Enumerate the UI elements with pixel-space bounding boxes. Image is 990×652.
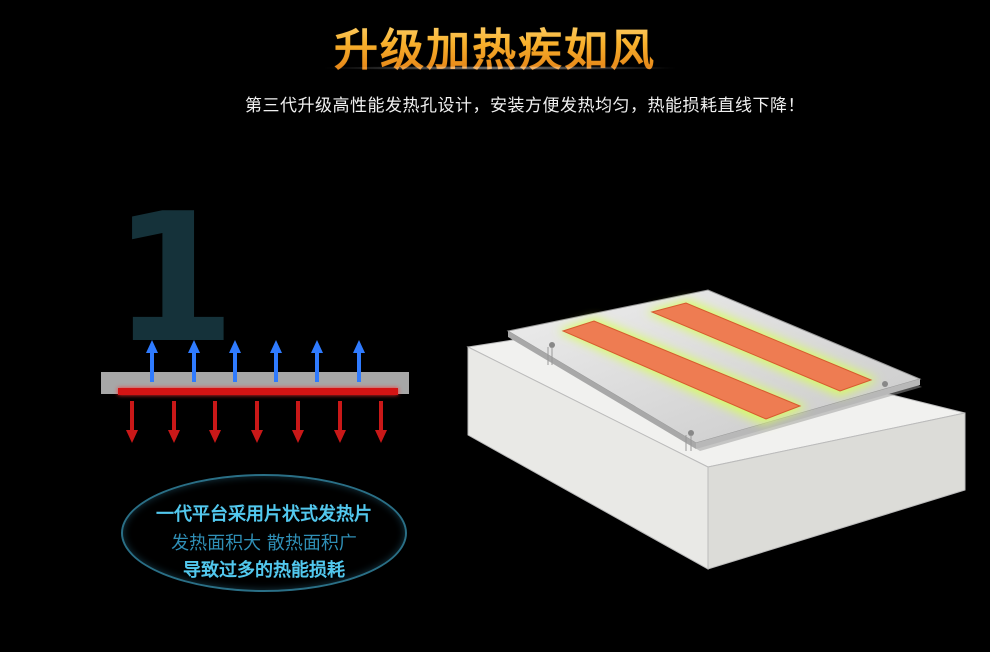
heater-strip-left [561, 320, 802, 420]
subtitle: 第三代升级高性能发热孔设计，安装方便发热均匀，热能损耗直线下降！ [245, 96, 805, 116]
top-plate-edge [508, 331, 696, 449]
callout-line-2: 发热面积大 散热面积广 [171, 533, 357, 554]
step-number-badge: 1 [112, 175, 236, 382]
screw-icon [882, 381, 888, 387]
screw-icon [688, 430, 694, 436]
callout-line-1: 一代平台采用片状式发热片 [156, 504, 372, 525]
title-underline-glow [320, 66, 680, 70]
heating-platform-illustration [466, 289, 966, 570]
heater-strip-right [650, 302, 873, 392]
callout-line-3: 导致过多的热能损耗 [183, 560, 345, 581]
callout-oval [121, 474, 407, 592]
heating-strip [118, 388, 398, 395]
base-block-side [707, 412, 966, 570]
screw-icon [549, 342, 555, 348]
top-plate-edge-side [696, 379, 920, 449]
decorative-fine-print [215, 122, 865, 138]
